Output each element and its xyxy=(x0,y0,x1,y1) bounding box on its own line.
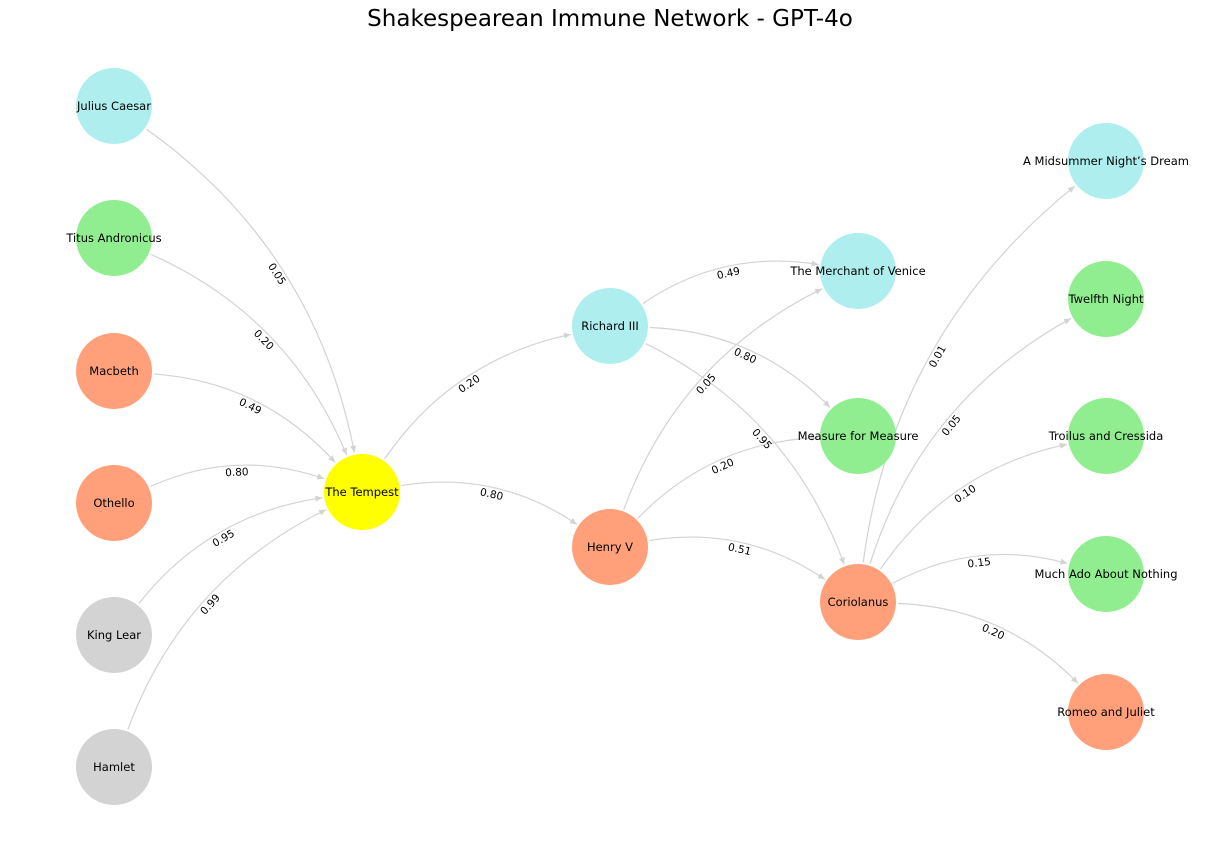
edge-tempest-to-richard xyxy=(384,332,571,460)
edge-weight-label-richard-to-merchant: 0.49 xyxy=(716,265,741,282)
edge-coriolanus-to-midsummer xyxy=(862,185,1076,563)
edges-layer xyxy=(127,128,1079,730)
edge-richard-to-measure xyxy=(649,326,831,408)
node-much-ado-about-nothing: Much Ado About Nothing xyxy=(1034,536,1178,612)
node-label-troilus-and-cressida: Troilus and Cressida xyxy=(1048,429,1164,443)
edge-weight-label-macbeth-to-tempest: 0.49 xyxy=(237,396,263,417)
node-circle-a-midsummer-night-s-dream xyxy=(1068,123,1144,199)
node-the-tempest: The Tempest xyxy=(324,454,400,530)
edge-weight-label-julius-to-tempest: 0.05 xyxy=(265,261,288,287)
node-label-king-lear: King Lear xyxy=(87,628,141,642)
edge-macbeth-to-tempest xyxy=(153,373,336,463)
node-circle-richard-iii xyxy=(572,288,648,364)
edge-coriolanus-to-romeo xyxy=(897,602,1079,684)
edge-weight-label-henry-to-merchant: 0.05 xyxy=(694,371,719,396)
edge-tempest-to-henry xyxy=(401,481,578,525)
node-label-twelfth-night: Twelfth Night xyxy=(1068,292,1144,306)
edge-henry-to-measure xyxy=(637,434,819,519)
node-richard-iii: Richard III xyxy=(572,288,648,364)
node-titus-andronicus: Titus Andronicus xyxy=(65,200,162,276)
node-circle-the-merchant-of-venice xyxy=(820,233,896,309)
node-label-julius-caesar: Julius Caesar xyxy=(76,99,151,113)
edge-coriolanus-to-troilus xyxy=(880,442,1067,570)
node-circle-twelfth-night xyxy=(1068,261,1144,337)
edge-julius-to-tempest xyxy=(146,128,357,453)
node-troilus-and-cressida: Troilus and Cressida xyxy=(1048,398,1164,474)
edge-weight-label-coriolanus-to-midsummer: 0.01 xyxy=(927,344,949,370)
edge-henry-to-coriolanus xyxy=(649,536,826,580)
node-label-the-merchant-of-venice: The Merchant of Venice xyxy=(789,264,925,278)
node-the-merchant-of-venice: The Merchant of Venice xyxy=(789,233,926,309)
edge-weight-label-tempest-to-richard: 0.20 xyxy=(456,373,482,396)
node-othello: Othello xyxy=(76,465,152,541)
edge-weight-label-coriolanus-to-muchado: 0.15 xyxy=(967,556,992,571)
node-label-much-ado-about-nothing: Much Ado About Nothing xyxy=(1034,567,1177,581)
node-label-othello: Othello xyxy=(93,496,134,510)
node-henry-v: Henry V xyxy=(572,509,648,585)
node-circle-king-lear xyxy=(76,597,152,673)
node-twelfth-night: Twelfth Night xyxy=(1068,261,1144,337)
node-circle-hamlet xyxy=(76,729,152,805)
node-julius-caesar: Julius Caesar xyxy=(76,68,152,144)
edge-weight-label-titus-to-tempest: 0.20 xyxy=(251,328,276,353)
node-circle-othello xyxy=(76,465,152,541)
node-circle-romeo-and-juliet xyxy=(1068,674,1144,750)
edge-weight-label-henry-to-measure: 0.20 xyxy=(710,456,736,477)
edge-weight-label-lear-to-tempest: 0.95 xyxy=(211,528,237,550)
node-king-lear: King Lear xyxy=(76,597,152,673)
edge-richard-to-merchant xyxy=(642,260,819,304)
node-circle-julius-caesar xyxy=(76,68,152,144)
edge-lear-to-tempest xyxy=(138,495,323,604)
node-label-richard-iii: Richard III xyxy=(581,319,639,333)
edge-hamlet-to-tempest xyxy=(127,509,327,730)
edge-titus-to-tempest xyxy=(150,253,348,456)
node-label-measure-for-measure: Measure for Measure xyxy=(798,429,919,443)
edge-weight-label-hamlet-to-tempest: 0.99 xyxy=(198,592,223,617)
node-circle-much-ado-about-nothing xyxy=(1068,536,1144,612)
node-circle-coriolanus xyxy=(820,564,896,640)
node-circle-the-tempest xyxy=(324,454,400,530)
node-a-midsummer-night-s-dream: A Midsummer Night’s Dream xyxy=(1023,123,1189,199)
edge-coriolanus-to-twelfth xyxy=(869,317,1072,565)
node-label-a-midsummer-night-s-dream: A Midsummer Night’s Dream xyxy=(1023,154,1189,168)
node-label-the-tempest: The Tempest xyxy=(324,485,399,499)
diagram-title: Shakespearean Immune Network - GPT-4o xyxy=(367,6,853,32)
node-label-coriolanus: Coriolanus xyxy=(828,595,889,609)
edge-weight-label-tempest-to-henry: 0.80 xyxy=(479,486,504,503)
edge-weight-label-othello-to-tempest: 0.80 xyxy=(225,466,249,479)
node-label-hamlet: Hamlet xyxy=(93,760,135,774)
edge-richard-to-coriolanus xyxy=(645,343,845,565)
edge-weight-label-coriolanus-to-romeo: 0.20 xyxy=(980,622,1006,642)
node-label-henry-v: Henry V xyxy=(587,540,633,554)
node-label-titus-andronicus: Titus Andronicus xyxy=(65,231,161,245)
edge-weight-label-coriolanus-to-twelfth: 0.05 xyxy=(940,413,964,439)
edge-weight-label-coriolanus-to-troilus: 0.10 xyxy=(952,483,978,506)
node-circle-measure-for-measure xyxy=(820,398,896,474)
node-circle-titus-andronicus xyxy=(76,200,152,276)
node-measure-for-measure: Measure for Measure xyxy=(798,398,919,474)
node-circle-henry-v xyxy=(572,509,648,585)
edge-weight-label-henry-to-coriolanus: 0.51 xyxy=(727,541,752,558)
node-romeo-and-juliet: Romeo and Juliet xyxy=(1057,674,1155,750)
edge-weight-label-richard-to-measure: 0.80 xyxy=(732,346,758,366)
edge-othello-to-tempest xyxy=(150,464,325,488)
node-coriolanus: Coriolanus xyxy=(820,564,896,640)
node-label-macbeth: Macbeth xyxy=(89,364,138,378)
node-label-romeo-and-juliet: Romeo and Juliet xyxy=(1057,705,1155,719)
edge-coriolanus-to-muchado xyxy=(892,553,1068,584)
node-hamlet: Hamlet xyxy=(76,729,152,805)
node-circle-macbeth xyxy=(76,333,152,409)
node-macbeth: Macbeth xyxy=(76,333,152,409)
node-circle-troilus-and-cressida xyxy=(1068,398,1144,474)
edge-henry-to-merchant xyxy=(623,288,823,510)
